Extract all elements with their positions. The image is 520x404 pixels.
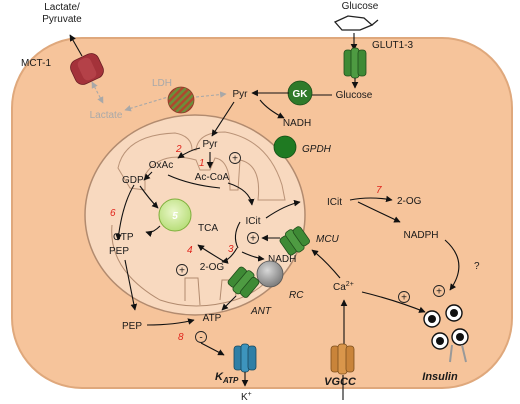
vgcc-label: VGCC	[324, 376, 357, 388]
step-4-label: 4	[187, 245, 193, 256]
nadh-mito-label: NADH	[268, 254, 296, 265]
step-7-label: 7	[376, 185, 382, 196]
ant-transporter-icon	[227, 266, 260, 298]
glucose-extracellular-label: Glucose	[342, 1, 379, 12]
rc-label: RC	[289, 290, 304, 301]
pyruvate-cytosol-label: Pyr	[233, 89, 249, 100]
isocitrate-cytosol-label: ICit	[327, 197, 342, 208]
glut-transporter-icon	[343, 47, 367, 79]
step-5-label: 5	[172, 211, 178, 222]
ant-label: ANT	[250, 306, 272, 317]
acetyl-coa-label: Ac-CoA	[195, 172, 230, 183]
ldh-enzyme-icon	[167, 86, 195, 114]
plus-mcu-sign: +	[250, 234, 256, 245]
gpdh-enzyme-icon	[273, 135, 297, 159]
step-2-label: 2	[175, 144, 182, 155]
tca-cycle-icon	[158, 198, 192, 232]
insulin-granule-icon	[423, 304, 469, 363]
katp-sub: ATP	[222, 376, 239, 385]
gtp-label: GTP	[113, 232, 134, 243]
pep-cytosol-label: PEP	[122, 321, 142, 332]
mitochondrion	[84, 114, 306, 316]
potassium-ion-label: K+	[241, 391, 252, 403]
mct1-transporter-icon	[70, 53, 104, 85]
two-oxoglutarate-cytosol-label: 2-OG	[397, 196, 422, 207]
insulin-label: Insulin	[422, 371, 458, 383]
glucose-ring-icon	[333, 15, 379, 31]
nadph-label: NADPH	[403, 230, 438, 241]
potassium-charge: +	[248, 391, 252, 398]
oxac-label: OxAc	[149, 160, 173, 171]
question-mark-label: ?	[474, 261, 480, 272]
glucose-intracellular-label: Glucose	[336, 90, 373, 101]
gpdh-label: GPDH	[302, 144, 332, 155]
respiratory-chain-icon	[256, 260, 284, 288]
calcium-label: Ca2+	[333, 281, 354, 293]
potassium-k: K	[241, 392, 248, 403]
plus-nadph-sign: +	[436, 287, 442, 298]
gdp-label: GDP	[122, 175, 144, 186]
ldh-label: LDH	[152, 78, 172, 89]
lactate-pyruvate-label: Lactate/Pyruvate	[42, 2, 82, 25]
katp-label: KATP	[215, 371, 239, 385]
plus-ca-sign: +	[401, 293, 407, 304]
calcium-charge: 2+	[346, 281, 354, 288]
step-1-label: 1	[199, 158, 205, 169]
calcium-text: Ca	[333, 282, 346, 293]
step-6-label: 6	[110, 208, 116, 219]
two-oxoglutarate-mito-label: 2-OG	[200, 262, 225, 273]
pyruvate-mito-label: Pyr	[203, 139, 219, 150]
pep-mito-label: PEP	[109, 246, 129, 257]
step-8-label: 8	[178, 332, 184, 343]
plus-pc-sign: +	[232, 154, 238, 165]
isocitrate-mito-label: ICit	[246, 216, 261, 227]
plus-og-sign: +	[179, 266, 185, 277]
tca-label: TCA	[198, 223, 218, 234]
lactate-label: Lactate	[90, 110, 123, 121]
mcu-label: MCU	[316, 234, 340, 245]
mcu-channel-icon	[279, 226, 310, 256]
step-3-label: 3	[228, 244, 234, 255]
glut-label: GLUT1-3	[372, 40, 414, 51]
katp-k: K	[215, 371, 224, 383]
katp-channel-icon	[233, 343, 257, 373]
nadh-cytosol-label: NADH	[283, 118, 311, 129]
gk-label: GK	[293, 89, 309, 100]
mct1-label: MCT-1	[21, 58, 51, 69]
atp-label: ATP	[203, 313, 222, 324]
minus-atp-sign: -	[199, 333, 202, 344]
vgcc-channel-icon	[330, 343, 355, 375]
